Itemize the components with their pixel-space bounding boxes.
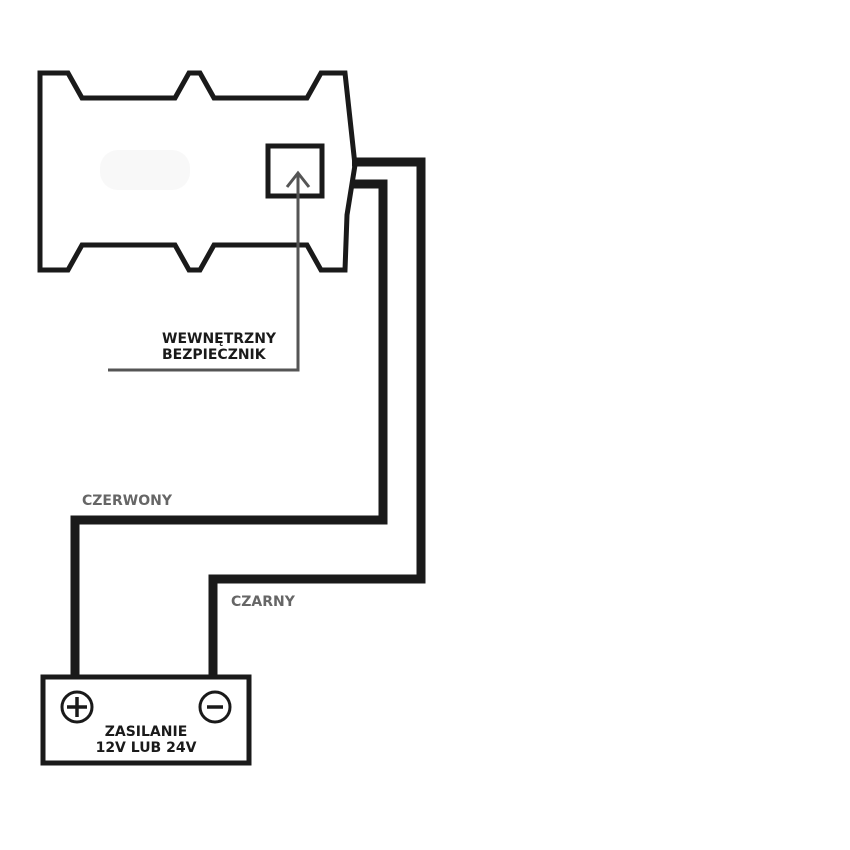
plus-terminal-icon [60, 690, 94, 724]
red-wire [70, 179, 388, 678]
black-wire-label: CZARNY [231, 594, 296, 610]
device-label-area [100, 150, 190, 190]
fuse-label-line1: WEWNĘTRZNY [162, 331, 277, 347]
power-label-line1: ZASILANIE [105, 724, 188, 740]
device-housing [37, 70, 358, 273]
fuse-pointer-arrowhead [285, 170, 311, 188]
black-wire [208, 157, 426, 678]
power-label-line2: 12V LUB 24V [96, 740, 197, 756]
fuse-box [265, 143, 325, 199]
fuse-pointer-line [108, 175, 300, 372]
minus-terminal-icon [198, 690, 232, 724]
red-wire-label: CZERWONY [82, 493, 173, 509]
fuse-label-line2: BEZPIECZNIK [162, 347, 267, 363]
